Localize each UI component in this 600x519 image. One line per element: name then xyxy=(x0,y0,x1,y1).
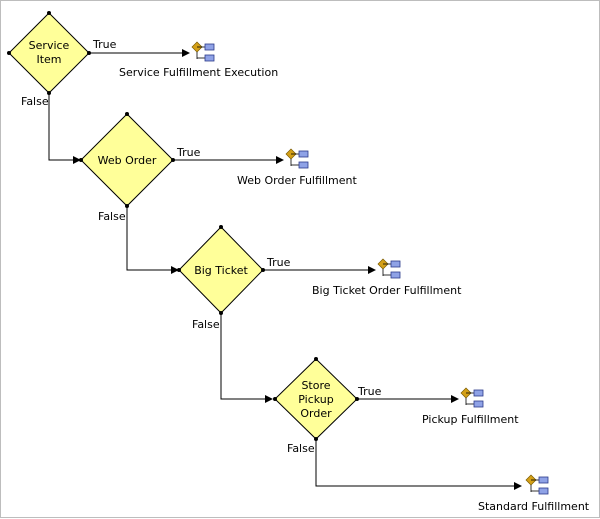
arrowhead xyxy=(451,395,459,403)
true-label: True xyxy=(357,385,382,398)
arrowhead xyxy=(265,395,273,403)
arrowhead xyxy=(182,49,190,57)
port-dot xyxy=(7,51,11,55)
decision-label-line: Web Order xyxy=(98,154,157,167)
process-node-icon[interactable] xyxy=(525,474,549,495)
arrowhead xyxy=(368,266,376,274)
target-pickup-fulfillment[interactable]: Pickup Fulfillment xyxy=(422,413,519,426)
false-connector xyxy=(48,93,75,161)
arrowhead xyxy=(171,266,179,274)
decision-label-line: Service xyxy=(29,39,70,52)
target-big-ticket-order-fulfillment[interactable]: Big Ticket Order Fulfillment xyxy=(312,284,462,297)
process-node-icon[interactable] xyxy=(191,41,215,62)
false-label: False xyxy=(98,210,126,223)
decision-label-line: Order xyxy=(300,407,332,420)
port-dot xyxy=(125,112,129,116)
true-label: True xyxy=(176,146,201,159)
true-label: True xyxy=(92,38,117,51)
decision-label-line: Store xyxy=(301,379,330,392)
target-web-order-fulfillment[interactable]: Web Order Fulfillment xyxy=(237,174,357,187)
port-dot xyxy=(219,225,223,229)
target-service-fulfillment-execution[interactable]: Service Fulfillment Execution xyxy=(119,66,278,79)
arrowhead xyxy=(73,156,81,164)
false-label: False xyxy=(21,95,49,108)
true-label: True xyxy=(266,256,291,269)
arrowhead xyxy=(276,156,284,164)
port-dot xyxy=(314,357,318,361)
false-connector xyxy=(126,206,173,271)
port-dot xyxy=(47,11,51,15)
false-label: False xyxy=(287,442,315,455)
port-dot xyxy=(273,397,277,401)
target-standard-fulfillment[interactable]: Standard Fulfillment xyxy=(478,500,590,513)
decision-label-line: Item xyxy=(36,53,61,66)
port-dot xyxy=(79,158,83,162)
process-node-icon[interactable] xyxy=(377,258,401,279)
false-connector xyxy=(220,313,267,400)
port-dot xyxy=(177,268,181,272)
false-label: False xyxy=(192,318,220,331)
process-node-icon[interactable] xyxy=(460,387,484,408)
decision-label-line: Pickup xyxy=(298,393,333,406)
process-node-icon[interactable] xyxy=(285,148,309,169)
arrowhead xyxy=(514,482,522,490)
decision-label-line: Big Ticket xyxy=(194,264,248,277)
false-connector xyxy=(315,439,516,487)
